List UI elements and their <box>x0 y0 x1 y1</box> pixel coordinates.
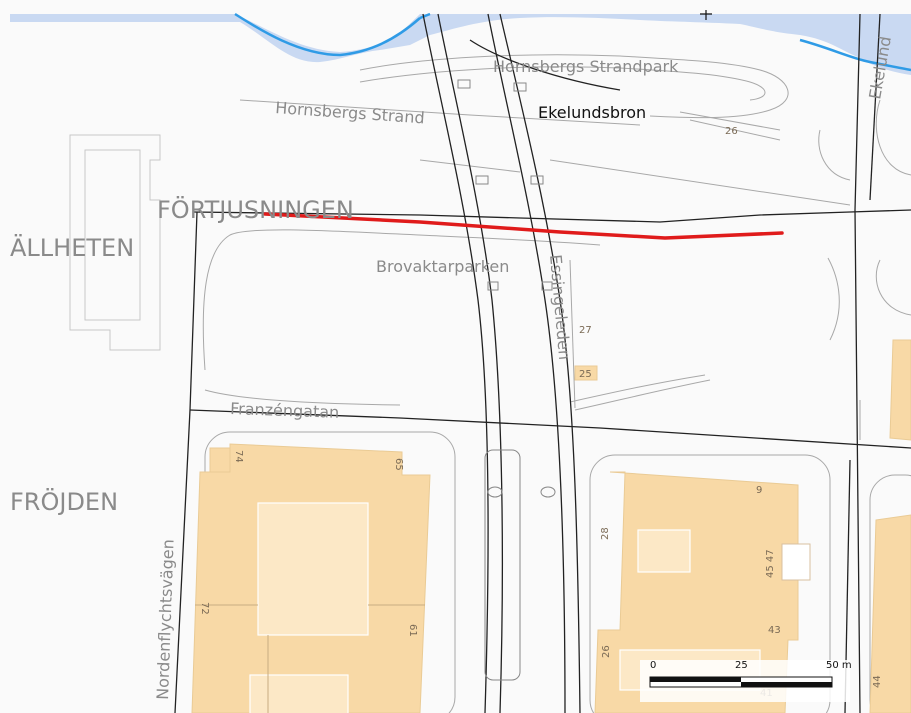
label-hornsbergs-strandpark: Hornsbergs Strandpark <box>493 57 679 76</box>
address-number: 44 <box>872 675 883 688</box>
scale-label-0: 0 <box>650 660 656 671</box>
label-nordenflychtsvagen: Nordenflychtsvägen <box>153 539 178 700</box>
address-number: 25 <box>579 369 592 380</box>
address-number: 45 47 <box>765 549 776 578</box>
label-frojden: FRÖJDEN <box>10 487 118 516</box>
crosshair-icon <box>700 10 712 20</box>
label-ekelundsbron: Ekelundsbron <box>538 103 646 122</box>
shoreline <box>234 12 431 57</box>
address-number: 43 <box>768 625 781 636</box>
scale-label-50: 50 m <box>826 660 852 671</box>
label-fortjusningen: FÖRTJUSNINGEN <box>157 195 354 224</box>
label-brovaktarparken: Brovaktarparken <box>376 257 509 276</box>
address-number: 26 <box>725 126 738 137</box>
address-number: 72 <box>199 602 210 615</box>
address-number: 74 <box>233 450 244 463</box>
label-allheten: ÄLLHETEN <box>10 233 134 262</box>
address-number: 9 <box>756 485 762 496</box>
address-number: 61 <box>407 624 418 637</box>
address-number: 65 <box>393 458 404 471</box>
faint-outlines <box>69 134 161 351</box>
building-ne <box>889 339 911 441</box>
address-number: 27 <box>579 325 592 336</box>
scale-bar: 0 25 50 m <box>640 660 852 702</box>
road-network <box>174 13 911 713</box>
building-se <box>869 514 911 713</box>
label-hornsbergs-strand: Hornsbergs Strand <box>275 98 426 127</box>
scale-label-25: 25 <box>735 660 748 671</box>
water-body <box>10 14 911 75</box>
buildings <box>191 339 911 713</box>
park-paths <box>202 54 911 440</box>
address-number: 26 <box>601 645 612 658</box>
pillar-symbols <box>457 79 556 681</box>
label-franzengatan: Franzéngatan <box>230 399 340 422</box>
shoreline-east <box>799 38 911 72</box>
address-number: 28 <box>600 527 611 540</box>
highlighted-route[interactable] <box>263 212 784 240</box>
